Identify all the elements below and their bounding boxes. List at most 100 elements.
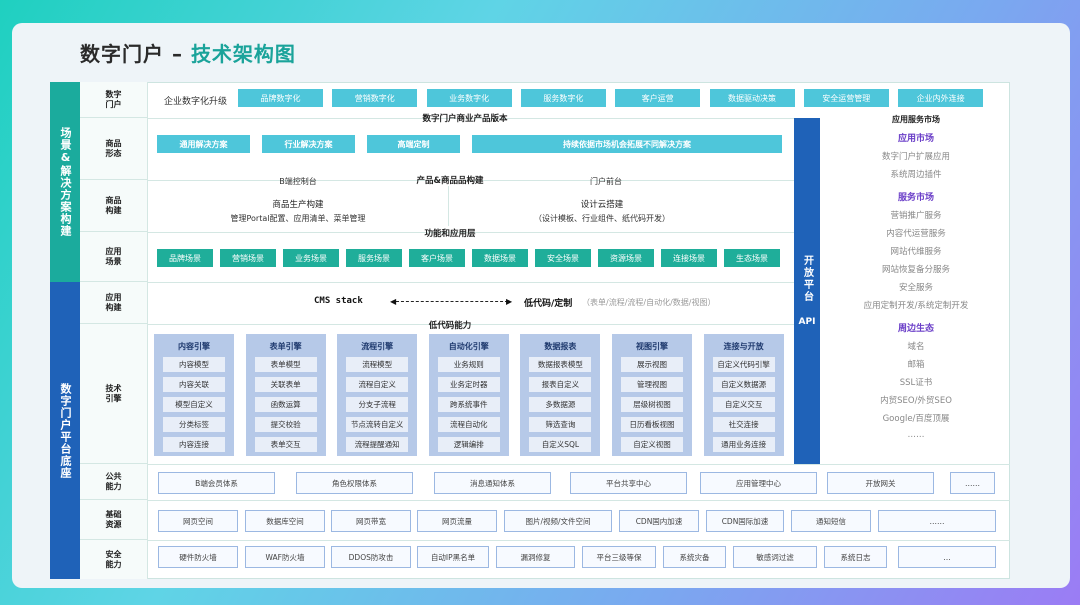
- engine-title: 内容引擎: [178, 342, 210, 351]
- divider: [148, 282, 794, 283]
- engine-item: 节点流转自定义: [346, 417, 409, 432]
- scene-item: 资源场景: [598, 249, 654, 267]
- market-item: Google/百度顶展: [882, 414, 950, 424]
- market-item: 应用定制开发/系统定制开发: [863, 301, 969, 311]
- engine-item: 通用业务连接: [712, 437, 775, 452]
- infra-item: 网页带宽: [331, 510, 411, 532]
- scene-item: 连接场景: [661, 249, 717, 267]
- engine-item: 流程自动化: [437, 417, 500, 432]
- digital-item: 服务数字化: [520, 89, 606, 107]
- scene-item: 业务场景: [283, 249, 339, 267]
- public-item: 消息通知体系: [434, 472, 551, 494]
- engine-item: 自定义数据源: [712, 377, 775, 392]
- engine-item: 自定义代码引擎: [712, 357, 775, 372]
- row-label-app-build: 应用 构建: [80, 282, 148, 324]
- security-item: DDOS防攻击: [331, 546, 411, 568]
- open-platform-bar: 开放平台 API: [794, 118, 820, 464]
- digital-item: 安全运营管理: [803, 89, 889, 107]
- security-item: 漏洞修复: [496, 546, 575, 568]
- sidebar-platform-base: 数字门户平台底座: [50, 282, 80, 579]
- engine-item: 流程模型: [346, 357, 409, 372]
- engine-item: 表单交互: [254, 437, 317, 452]
- engine-card: 连接与开放自定义代码引擎自定义数据源自定义交互社交连接通用业务连接: [703, 334, 784, 456]
- security-item: 平台三级等保: [582, 546, 656, 568]
- engine-title: 视图引擎: [636, 342, 668, 351]
- arrow-left-icon: ◀: [390, 297, 397, 306]
- engine-item: 日历看板视图: [621, 417, 683, 432]
- scene-item: 服务场景: [346, 249, 402, 267]
- divider: [148, 500, 1010, 501]
- divider: [148, 464, 1010, 465]
- row-label-public: 公共 能力: [80, 464, 148, 500]
- market-item: ……: [907, 430, 925, 440]
- engine-item: 业务规则: [437, 357, 500, 372]
- market-item: 内贸SEO/外贸SEO: [880, 396, 952, 406]
- engine-item: 逻辑编排: [437, 437, 500, 452]
- open-platform-label: 开放平台: [801, 255, 813, 303]
- market-item: 营销推广服务: [890, 211, 942, 221]
- infra-item: CDN国内加速: [619, 510, 699, 532]
- engine-item: 内容连接: [163, 437, 225, 452]
- engine-item: 多数据源: [529, 397, 592, 412]
- b-console-label: B端控制台: [279, 177, 317, 186]
- row-label-infra: 基础 资源: [80, 500, 148, 540]
- scene-item: 客户场景: [409, 249, 465, 267]
- infra-item: ……: [878, 510, 996, 532]
- engine-item: 筛选查询: [529, 417, 592, 432]
- market-section-title: 应用市场: [897, 134, 934, 144]
- engine-item: 分支子流程: [346, 397, 409, 412]
- engine-item: 模型自定义: [163, 397, 225, 412]
- market-item: 邮箱: [907, 360, 925, 370]
- engine-item: 管理视图: [621, 377, 683, 392]
- digital-item: 品牌数字化: [238, 89, 323, 107]
- security-item: …: [898, 546, 996, 568]
- market-item: 安全服务: [898, 283, 933, 293]
- row-label-app-scene: 应用 场景: [80, 232, 148, 282]
- scene-item: 营销场景: [220, 249, 276, 267]
- solution-expand: 持续依据市场机会拓展不同解决方案: [472, 135, 782, 153]
- security-item: 系统日志: [824, 546, 887, 568]
- engine-title: 连接与开放: [723, 342, 764, 351]
- infra-item: 网页空间: [158, 510, 238, 532]
- product-production-desc: 管理Portal配置、应用清单、菜单管理: [230, 214, 366, 223]
- engine-item: 表单模型: [254, 357, 317, 372]
- market-item: 域名: [907, 342, 925, 352]
- engine-item: 分类标签: [163, 417, 225, 432]
- divider: [148, 540, 1010, 541]
- architecture-diagram: [50, 82, 1010, 579]
- low-code-label: 低代码/定制: [524, 299, 573, 309]
- page-title: 数字门户 – 技术架构图: [80, 42, 296, 66]
- engine-card: 数据报表数据报表模型报表自定义多数据源筛选查询自定义SQL: [520, 334, 601, 456]
- engine-item: 自定义视图: [621, 437, 683, 452]
- engine-title: 表单引擎: [269, 342, 302, 351]
- digital-item: 客户运营: [615, 89, 701, 107]
- digital-item: 业务数字化: [426, 89, 512, 107]
- security-item: 敏感词过滤: [733, 546, 817, 568]
- scene-item: 数据场景: [472, 249, 528, 267]
- market-item: SSL证书: [899, 378, 933, 388]
- app-service-market: 应用服务市场 应用市场数字门户扩展应用系统周边插件服务市场营销推广服务内容代运营…: [822, 112, 1010, 464]
- public-item: 平台共享中心: [570, 472, 687, 494]
- infra-item: 网页流量: [417, 510, 497, 532]
- digital-item: 企业内外连接: [898, 89, 984, 107]
- divider: [148, 118, 794, 119]
- engine-title: 数据报表: [544, 342, 577, 351]
- engine-card: 内容引擎内容模型内容关联模型自定义分类标签内容连接: [154, 334, 234, 456]
- security-item: 自动IP黑名单: [417, 546, 489, 568]
- engine-item: 展示视图: [621, 357, 683, 372]
- engine-item: 报表自定义: [529, 377, 592, 392]
- engine-item: 内容模型: [163, 357, 225, 372]
- scene-item: 品牌场景: [157, 249, 213, 267]
- engine-card: 流程引擎流程模型流程自定义分支子流程节点流转自定义流程提醒通知: [337, 334, 418, 456]
- design-cloud-title: 设计云搭建: [580, 200, 624, 210]
- security-item: 硬件防火墙: [158, 546, 238, 568]
- scene-item: 安全场景: [535, 249, 591, 267]
- product-build-header: 产品&商品品构建: [416, 176, 484, 186]
- engine-item: 流程提醒通知: [346, 437, 409, 452]
- public-item: B端会员体系: [158, 472, 275, 494]
- low-code-ability-header: 低代码能力: [428, 321, 472, 331]
- divider: [148, 232, 794, 233]
- engine-item: 数据报表模型: [529, 357, 592, 372]
- infra-item: CDN国际加速: [706, 510, 784, 532]
- digital-item: 数据驱动决策: [709, 89, 795, 107]
